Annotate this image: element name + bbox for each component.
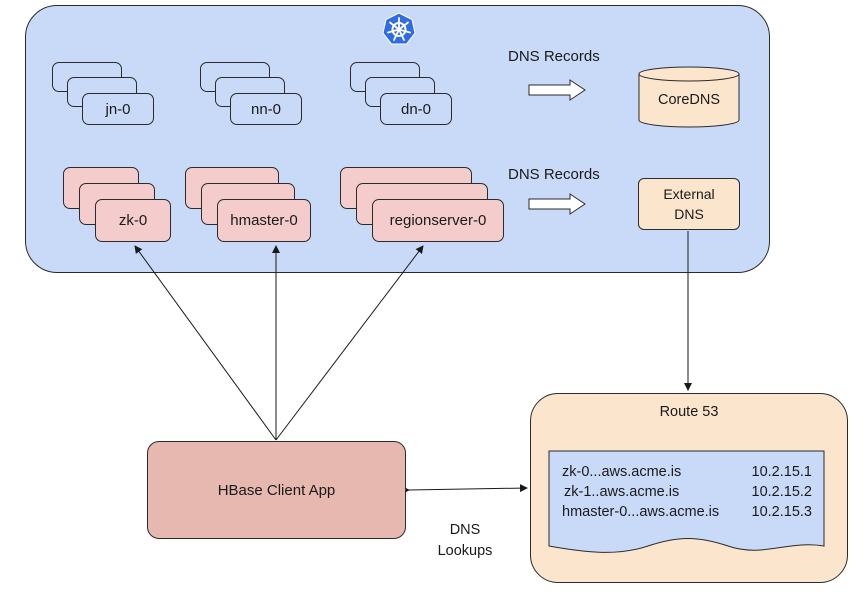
record-ip: 10.2.15.2 [751, 484, 812, 500]
record-name: zk-1..aws.acme.is [564, 484, 680, 500]
arrow-client-to-zk [134, 245, 277, 441]
client-label: HBase Client App [217, 481, 336, 499]
pod-dn-0: dn-0 [380, 93, 452, 125]
pod-hmaster-0: hmaster-0 [217, 199, 311, 242]
block-arrow-right [528, 193, 586, 215]
dns-records-label: DNS Records [508, 166, 600, 183]
hbase-client-app: HBase Client App [147, 441, 406, 539]
pod-label: regionserver-0 [389, 212, 487, 229]
block-arrow-right [528, 79, 586, 101]
pod-zk-0: zk-0 [95, 199, 171, 242]
coredns-label: CoreDNS [657, 92, 721, 108]
pod-label: nn-0 [250, 100, 282, 118]
dns-lookups-line1: DNS [449, 522, 481, 538]
record-name: zk-0...aws.acme.is [562, 464, 682, 480]
external-dns-label-line2: DNS [674, 206, 704, 222]
pod-label: zk-0 [118, 212, 148, 229]
pod-label: dn-0 [400, 100, 432, 118]
arrow-client-to-regionserver [275, 245, 424, 441]
dns-lookups-line2: Lookups [437, 543, 493, 559]
route53-title: Route 53 [659, 404, 719, 420]
arrow-client-route53-bidirectional [401, 484, 528, 495]
record-name: hmaster-0...aws.acme.is [562, 504, 720, 520]
records-document-shape [548, 450, 825, 553]
route53-record-ips: 10.2.15.1 10.2.15.2 10.2.15.3 [740, 462, 812, 522]
coredns-cylinder: CoreDNS [638, 66, 740, 128]
pod-nn-0: nn-0 [230, 93, 302, 125]
external-dns-label-line1: External [663, 186, 715, 202]
dns-records-label: DNS Records [508, 48, 600, 65]
cylinder-shape [638, 66, 740, 128]
record-ip: 10.2.15.3 [751, 504, 812, 520]
pod-label: jn-0 [105, 100, 131, 118]
record-ip: 10.2.15.1 [751, 464, 812, 480]
pod-label: hmaster-0 [230, 212, 298, 229]
route53-record-names: zk-0...aws.acme.is zk-1..aws.acme.is hma… [562, 462, 719, 522]
dns-lookups-label: DNS Lookups [425, 520, 505, 562]
external-dns-box: External DNS [638, 178, 740, 230]
pod-jn-0: jn-0 [82, 93, 154, 125]
pod-regionserver-0: regionserver-0 [372, 199, 504, 242]
kubernetes-helm-icon [382, 12, 416, 45]
